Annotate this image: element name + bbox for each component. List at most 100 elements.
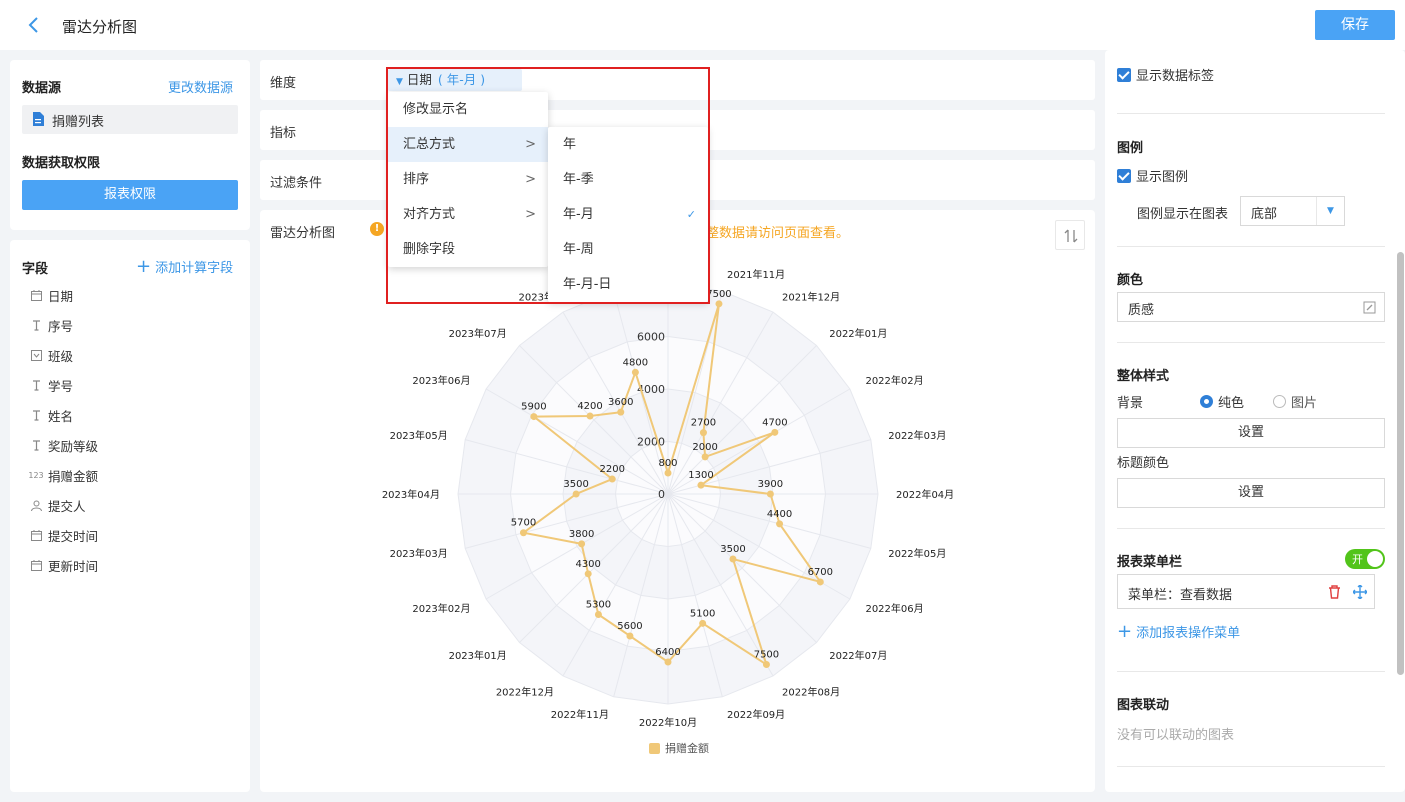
toggle-label: 开 [1352, 553, 1363, 566]
datasource-item[interactable]: 捐赠列表 [22, 105, 238, 134]
field-item[interactable]: 更新时间 [30, 555, 98, 575]
field-label: 奖励等级 [48, 438, 99, 454]
divider [1117, 246, 1385, 247]
field-label: 班级 [48, 348, 74, 364]
category-label: 2023年03月 [390, 547, 448, 560]
radar-spoke [667, 493, 871, 549]
field-item[interactable]: 奖励等级 [30, 435, 98, 455]
menu-item-align[interactable]: 对齐方式> [388, 197, 548, 232]
radial-tick-label: 2000 [637, 436, 665, 449]
submenu-item-year[interactable]: 年 [563, 137, 577, 152]
divider [1117, 671, 1385, 672]
menu-item-aggregation[interactable]: 汇总方式> [388, 127, 548, 162]
scrollbar[interactable] [1397, 252, 1404, 675]
back-arrow-icon[interactable] [24, 15, 44, 35]
data-label: 3800 [569, 529, 594, 540]
calendar-icon [30, 289, 42, 301]
category-label: 2023年 [519, 291, 554, 304]
field-item[interactable]: 提交人 [30, 495, 86, 515]
text-icon [30, 319, 42, 331]
field-item[interactable]: 学号 [30, 375, 73, 395]
bg-image-radio[interactable]: 图片 [1273, 392, 1317, 411]
field-item[interactable]: 序号 [30, 315, 73, 335]
category-label: 2022年08月 [782, 685, 840, 698]
data-label: 3500 [563, 479, 588, 490]
background-set-button[interactable]: 设置 [1117, 418, 1385, 448]
show-legend-checkbox[interactable]: 显示图例 [1117, 166, 1188, 185]
submenu-item-year-quarter[interactable]: 年-季 [563, 172, 594, 187]
submenu-item-year-month-day[interactable]: 年-月-日 [563, 277, 612, 292]
report-permission-button[interactable]: 报表权限 [22, 180, 238, 210]
color-theme-field[interactable]: 质感 [1117, 292, 1385, 322]
data-point [519, 529, 527, 537]
legend-position-value: 底部 [1251, 207, 1278, 222]
category-label: 2022年06月 [865, 602, 923, 615]
legend-position-label: 图例显示在图表 [1137, 207, 1229, 222]
add-calc-field-button[interactable]: + 添加计算字段 [136, 257, 233, 276]
radial-tick-label: 6000 [637, 331, 665, 344]
text-icon [30, 439, 42, 451]
menu-bar-toggle[interactable]: 开 [1345, 549, 1385, 569]
move-icon[interactable] [1353, 585, 1367, 599]
field-context-menu: 修改显示名 汇总方式> 排序> 对齐方式> 删除字段 [388, 92, 548, 267]
calendar-icon [30, 529, 42, 541]
divider [1117, 766, 1385, 767]
radar-spoke [667, 493, 723, 697]
field-item[interactable]: 日期 [30, 285, 73, 305]
select-icon [30, 349, 42, 361]
dimension-chip-label: 日期 [406, 72, 432, 87]
data-point [715, 300, 723, 308]
change-datasource-link[interactable]: 更改数据源 [168, 81, 234, 96]
document-icon [33, 112, 44, 126]
submenu-item-year-month-label: 年-月 [563, 207, 594, 222]
data-label: 2000 [692, 442, 717, 453]
menu-item-rename[interactable]: 修改显示名 [403, 102, 469, 117]
warning-icon: ! [370, 222, 384, 236]
field-label: 序号 [48, 318, 74, 334]
menu-bar-item[interactable]: 菜单栏：查看数据 [1117, 574, 1375, 609]
field-item[interactable]: 提交时间 [30, 525, 98, 545]
menu-item-delete[interactable]: 删除字段 [403, 242, 456, 257]
submenu-item-year-month[interactable]: 年-月✓ [548, 197, 708, 232]
data-point [697, 481, 705, 489]
radar-spoke [667, 345, 817, 495]
show-legend-label: 显示图例 [1136, 170, 1189, 185]
data-label: 2700 [691, 418, 716, 429]
data-point [586, 412, 594, 420]
bg-solid-radio[interactable]: 纯色 [1200, 392, 1244, 411]
divider [1117, 113, 1385, 114]
menu-item-sort[interactable]: 排序> [388, 162, 548, 197]
fields-card [10, 240, 250, 792]
data-label: 3500 [720, 544, 745, 555]
field-label: 更新时间 [48, 558, 99, 574]
title-color-set-button[interactable]: 设置 [1117, 478, 1385, 508]
show-data-labels-checkbox[interactable]: 显示数据标签 [1117, 65, 1214, 84]
text-icon [30, 409, 42, 421]
add-menu-button[interactable]: + 添加报表操作菜单 [1117, 622, 1240, 641]
data-label: 6700 [808, 567, 833, 578]
data-point [699, 429, 707, 437]
field-item[interactable]: 姓名 [30, 405, 73, 425]
data-label: 5700 [511, 518, 536, 529]
radar-spoke [667, 388, 851, 495]
radar-spoke [562, 311, 669, 495]
title-color-label: 标题颜色 [1117, 456, 1170, 471]
field-label: 姓名 [48, 408, 74, 424]
field-item[interactable]: 班级 [30, 345, 73, 365]
chart-legend[interactable]: 捐赠金额 [649, 740, 709, 756]
swap-axis-button[interactable] [1055, 220, 1085, 250]
legend-position-select[interactable]: 底部 ▼ [1240, 196, 1345, 226]
trash-icon[interactable] [1328, 585, 1341, 599]
data-label: 4700 [762, 417, 787, 428]
legend-section-title: 图例 [1117, 141, 1144, 156]
dimension-chip[interactable]: ▼日期 ( 年-月 ) [388, 69, 522, 91]
radar-spoke [613, 493, 669, 697]
radar-spoke [485, 388, 669, 495]
submenu-item-year-week[interactable]: 年-周 [563, 242, 594, 257]
data-point [664, 469, 672, 477]
save-button[interactable]: 保存 [1315, 10, 1395, 40]
radar-chart: 0200040006000800750027002000470013003900… [382, 260, 954, 729]
data-point [626, 632, 634, 640]
data-label: 4200 [577, 401, 602, 412]
